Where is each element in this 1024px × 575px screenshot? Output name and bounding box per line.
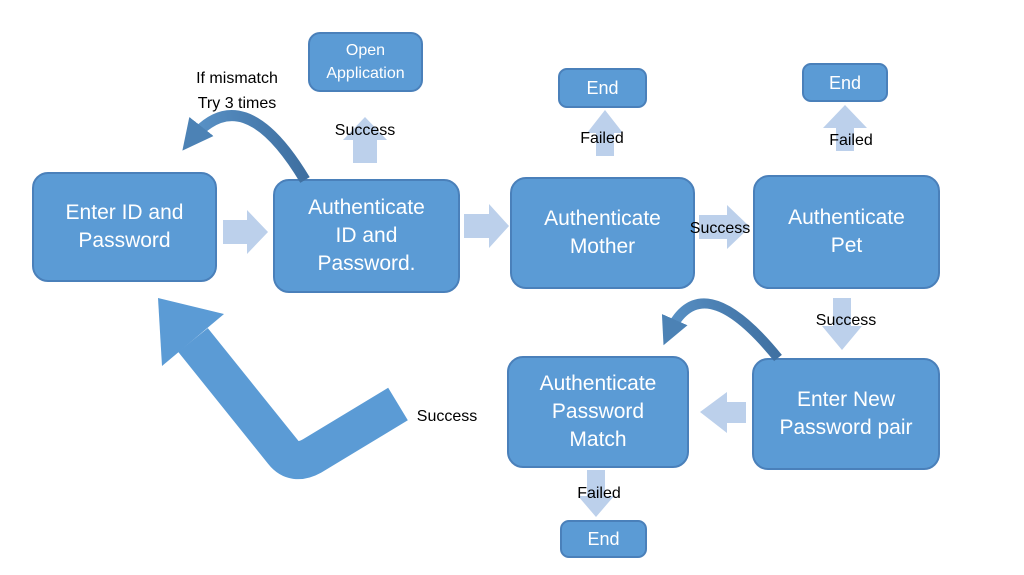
flow-node-end-mother-label: End — [586, 78, 619, 98]
flow-node-authenticate-id: Authenticate ID and Password. — [273, 179, 460, 293]
flow-node-end-match-label: End — [587, 529, 620, 549]
flow-node-authenticate-pet: Authenticate Pet — [753, 175, 940, 289]
curved-arrow-retry — [182, 110, 310, 183]
flow-node-end-pet: End — [802, 63, 888, 102]
flow-node-end-pet-label: End — [828, 72, 862, 93]
block-arrow-authid-to-mother — [464, 204, 509, 248]
flow-node-enter-id: Enter ID and Password — [32, 172, 217, 282]
edge-label-success-mother-pet: Success — [689, 220, 751, 237]
elbow-arrow-restart-shaft — [178, 328, 408, 480]
edge-label-failed-mother: Failed — [580, 130, 624, 147]
flow-node-enter-id-label: Enter ID and Password — [65, 201, 184, 252]
edge-label-success-restart: Success — [416, 408, 478, 425]
block-arrow-enterid-to-authid — [223, 210, 268, 254]
edge-label-failed-pet: Failed — [829, 132, 873, 149]
edge-label-if-mismatch: If mismatch Try 3 times — [196, 70, 278, 112]
edge-label-failed-match: Failed — [577, 485, 621, 502]
flow-node-end-match: End — [560, 520, 647, 558]
flow-node-authenticate-mother: Authenticate Mother — [510, 177, 695, 289]
curved-arrow-newpassword — [661, 298, 782, 362]
flow-node-enter-new-password-label: Enter New Password pair — [779, 388, 913, 439]
elbow-arrow-restart-head — [158, 298, 224, 366]
flow-node-enter-new-password: Enter New Password pair — [752, 358, 940, 470]
flow-node-authenticate-id-label: Authenticate ID and Password. — [308, 196, 425, 275]
flow-node-authenticate-password-match-label: Authenticate Password Match — [539, 372, 657, 451]
edge-label-success-open: Success — [334, 122, 396, 139]
flow-node-open-application: Open Application — [308, 32, 423, 92]
flow-node-authenticate-mother-label: Authenticate Mother — [544, 207, 661, 258]
flow-node-open-application-label: Open Application — [326, 42, 405, 82]
flow-node-authenticate-password-match: Authenticate Password Match — [507, 356, 689, 468]
block-arrow-enternew-to-match — [700, 392, 746, 433]
edge-label-success-pet-new: Success — [815, 312, 877, 329]
flow-node-authenticate-pet-label: Authenticate Pet — [788, 206, 905, 257]
flow-node-end-mother: End — [558, 68, 647, 108]
